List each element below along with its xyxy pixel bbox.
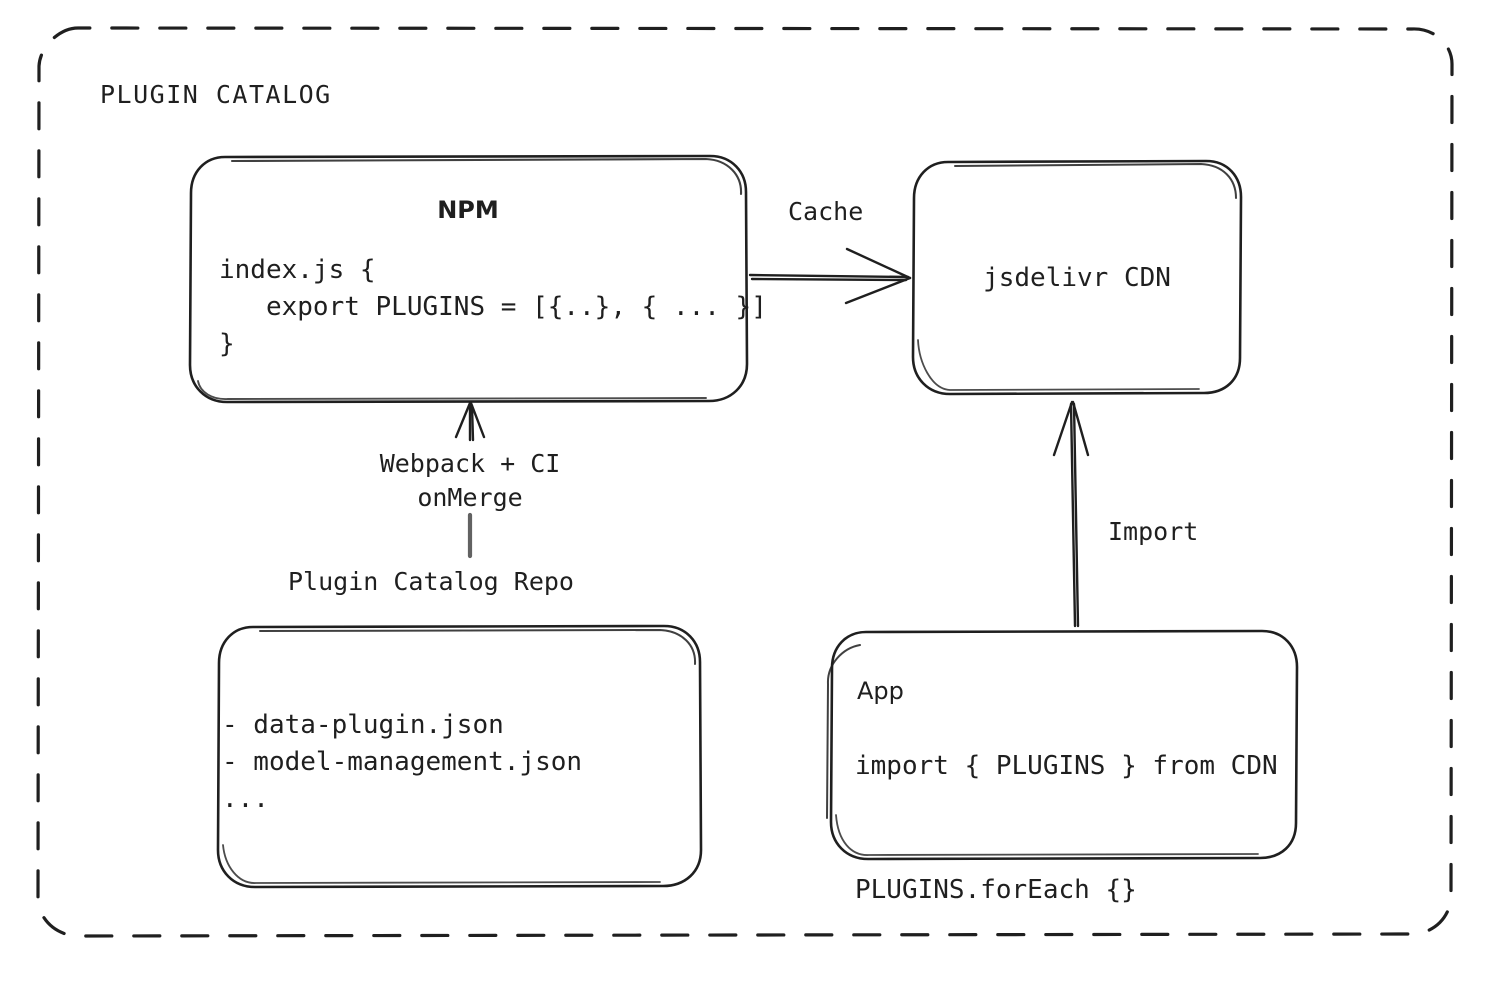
app-node-code: import { PLUGINS } from CDN PLUGINS.forE… <box>855 751 1278 905</box>
repo-node-file-list: - data-plugin.json - model-management.js… <box>222 710 583 814</box>
npm-node-code: index.js { export PLUGINS = [{..}, { ...… <box>219 255 767 359</box>
npm-node-title: NPM <box>437 196 499 224</box>
edge-label-import: Import <box>1108 517 1199 546</box>
edge-app-to-cdn-arrow <box>1052 400 1090 628</box>
edge-label-cache: Cache <box>788 197 864 226</box>
edge-npm-to-cdn-arrow <box>748 247 912 305</box>
cdn-node-title: jsdelivr CDN <box>983 263 1171 293</box>
edge-label-webpack-ci: Webpack + CI onMerge <box>379 449 561 512</box>
repo-node-caption: Plugin Catalog Repo <box>288 567 574 596</box>
plugin-catalog-title: PLUGIN CATALOG <box>100 80 332 109</box>
app-node-title: App <box>857 677 904 705</box>
